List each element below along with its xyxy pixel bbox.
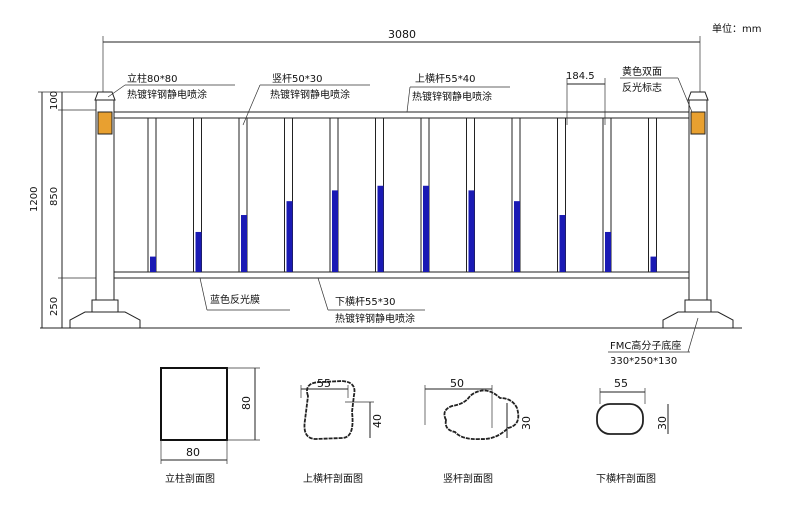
blue-reflective-film [468, 190, 475, 272]
callout-base: FMC高分子底座 330*250*130 [608, 317, 699, 367]
callout-post-line2: 热镀锌钢静电喷涂 [127, 88, 207, 101]
callout-top-rail-line1: 上横杆55*40 [415, 72, 475, 85]
dim-base: 250 [49, 297, 60, 316]
overall-width-dimension: 3080 [102, 28, 701, 92]
section-vertical-bar-height: 30 [520, 416, 533, 430]
blue-reflective-film [241, 215, 247, 272]
blue-reflective-film [559, 215, 566, 272]
callout-post-line1: 立柱80*80 [127, 72, 177, 85]
overall-width-label: 3080 [388, 28, 416, 41]
callout-bottom-rail-line2: 热镀锌钢静电喷涂 [335, 312, 415, 325]
dim-middle: 850 [49, 187, 60, 206]
blue-reflective-film [650, 256, 657, 272]
callout-base-line1: FMC高分子底座 [610, 339, 681, 352]
blue-reflective-film [514, 201, 520, 272]
blue-reflective-film [332, 190, 338, 272]
vertical-bar [648, 117, 657, 273]
bar-spacing-label: 184.5 [566, 71, 595, 82]
section-post: 80 80 立柱剖面图 [160, 367, 260, 485]
unit-label: 单位：mm [712, 22, 761, 35]
callout-blue-film-line1: 蓝色反光膜 [210, 293, 260, 306]
section-top-rail-title: 上横杆剖面图 [303, 472, 363, 485]
dim-total: 1200 [29, 187, 40, 212]
right-post [662, 91, 734, 329]
section-vertical-bar-title: 竖杆剖面图 [443, 472, 493, 485]
callout-post: 立柱80*80 热镀锌钢静电喷涂 [107, 72, 235, 101]
right-base [662, 311, 734, 329]
callout-vertical-bar-line1: 竖杆50*30 [272, 73, 322, 85]
callout-bottom-rail-line1: 下横杆55*30 [335, 295, 395, 308]
section-vertical-bar-width: 50 [450, 377, 464, 390]
right-reflector [690, 111, 706, 135]
left-post [69, 91, 141, 329]
section-top-rail-width: 55 [317, 377, 331, 390]
section-bottom-rail-height: 30 [656, 416, 669, 430]
section-top-rail: 55 40 上横杆剖面图 [300, 377, 384, 485]
blue-reflective-film [377, 185, 384, 272]
callout-reflector: 黄色双面 反光标志 [620, 65, 693, 113]
callout-reflector-line2: 反光标志 [622, 81, 662, 94]
section-vertical-bar: 50 30 竖杆剖面图 [424, 377, 533, 485]
section-post-height: 80 [240, 396, 253, 410]
dim-cap: 100 [49, 91, 60, 110]
blue-reflective-film [605, 231, 611, 272]
section-post-title: 立柱剖面图 [165, 472, 215, 485]
callout-blue-film: 蓝色反光膜 [199, 277, 290, 311]
vertical-bars [147, 117, 657, 273]
section-bottom-rail: 55 30 下横杆剖面图 [596, 377, 669, 485]
callout-vertical-bar: 竖杆50*30 热镀锌钢静电喷涂 [242, 73, 370, 126]
bottom-rail [111, 271, 691, 279]
bar-spacing-dimension: 184.5 [566, 71, 606, 125]
section-top-rail-height: 40 [371, 414, 384, 428]
blue-reflective-film [195, 231, 202, 272]
blue-reflective-film [423, 185, 429, 272]
callout-top-rail: 上横杆55*40 热镀锌钢静电喷涂 [406, 72, 510, 113]
height-dimensions: 100 850 250 1200 [29, 91, 100, 328]
blue-reflective-film [286, 201, 293, 272]
left-reflector [97, 111, 113, 135]
callout-top-rail-line2: 热镀锌钢静电喷涂 [412, 90, 492, 103]
section-bottom-rail-width: 55 [614, 377, 628, 390]
section-bottom-rail-title: 下横杆剖面图 [596, 472, 656, 485]
callout-vertical-bar-line2: 热镀锌钢静电喷涂 [270, 88, 350, 101]
callout-base-line2: 330*250*130 [610, 356, 677, 367]
blue-reflective-film [150, 256, 156, 272]
left-base [69, 311, 141, 329]
section-post-width: 80 [186, 446, 200, 459]
callout-bottom-rail: 下横杆55*30 热镀锌钢静电喷涂 [317, 277, 425, 325]
top-rail [111, 111, 691, 119]
callout-reflector-line1: 黄色双面 [622, 65, 662, 78]
vertical-bar [147, 117, 157, 273]
